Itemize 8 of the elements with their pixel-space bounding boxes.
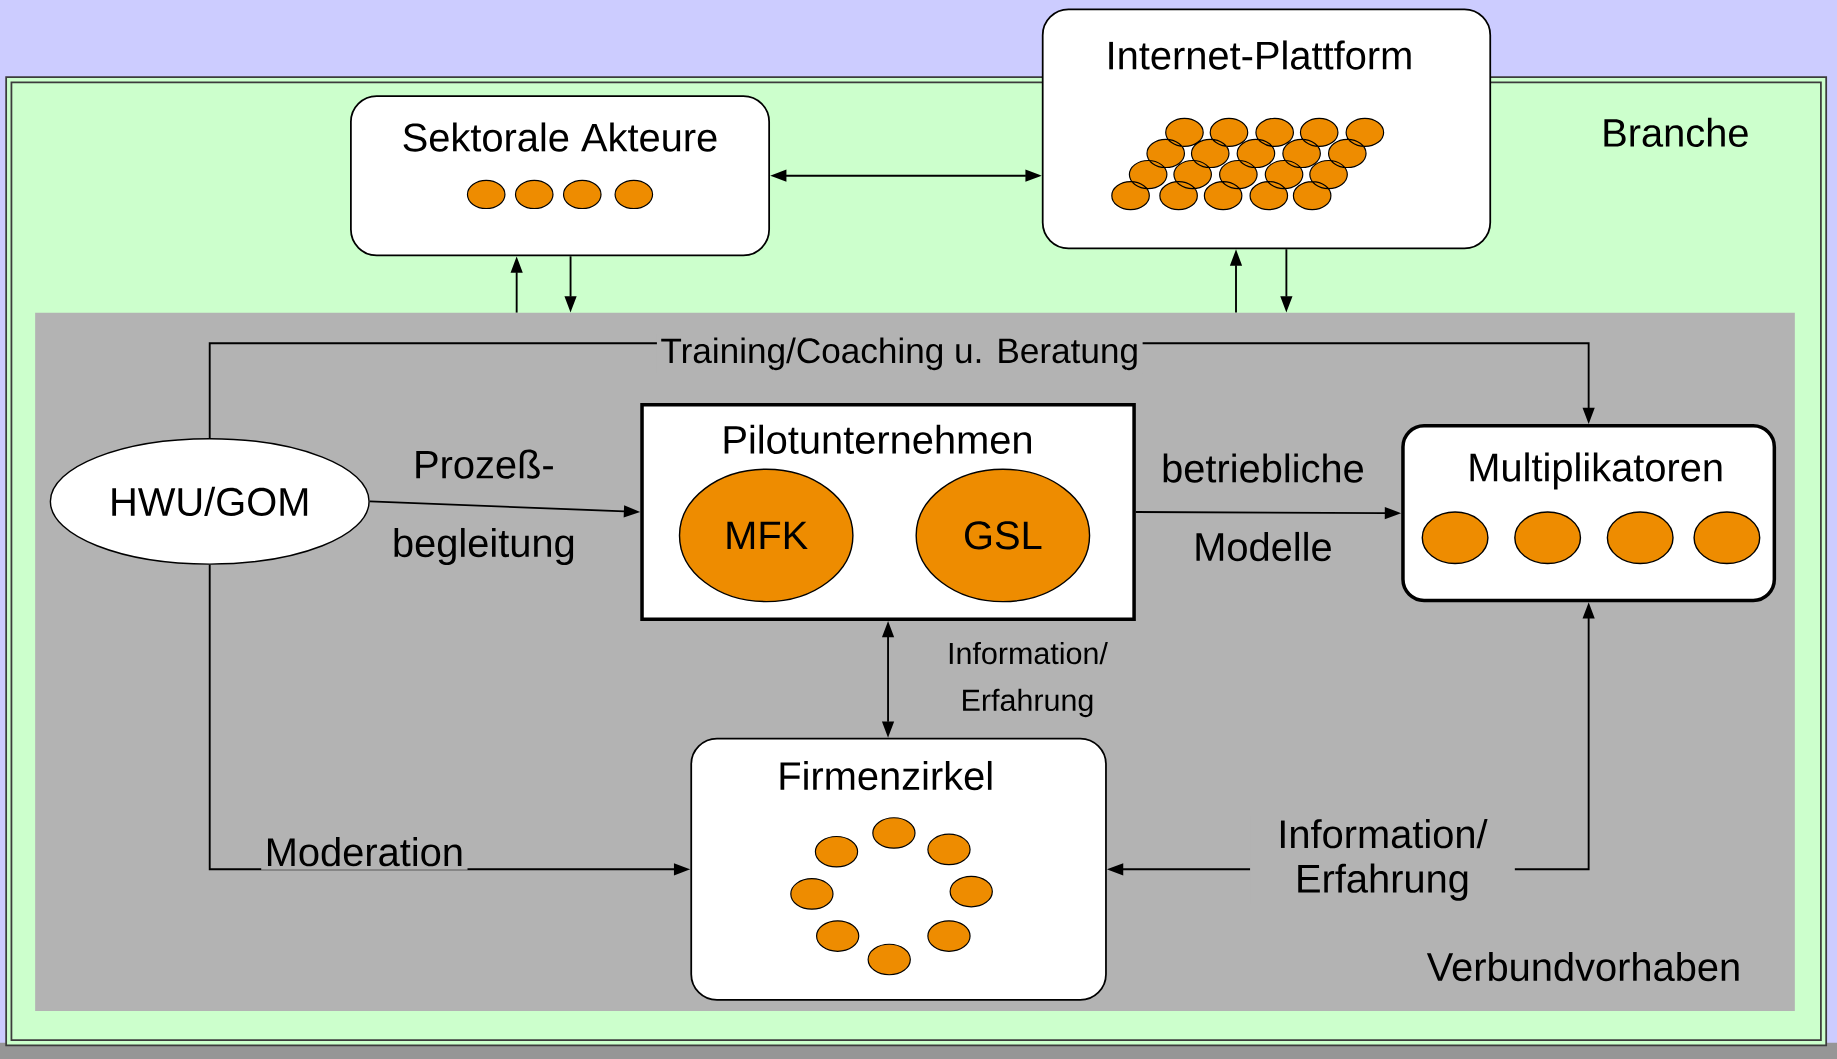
rounded-box: Sektorale Akteure	[350, 95, 770, 257]
edge-label: betriebliche Modelle	[1163, 453, 1363, 562]
edge-label: Training/Coaching u. Beratung	[656, 333, 1143, 374]
edge-label: Prozeß- begleitung	[394, 449, 574, 566]
edge-label: Information/ Erfahrung	[1250, 815, 1515, 905]
edge-label: Information/ Erfahrung	[949, 641, 1108, 718]
rounded-box: Firmenzirkel	[690, 737, 1107, 1001]
edge-label: Moderation	[261, 833, 468, 870]
